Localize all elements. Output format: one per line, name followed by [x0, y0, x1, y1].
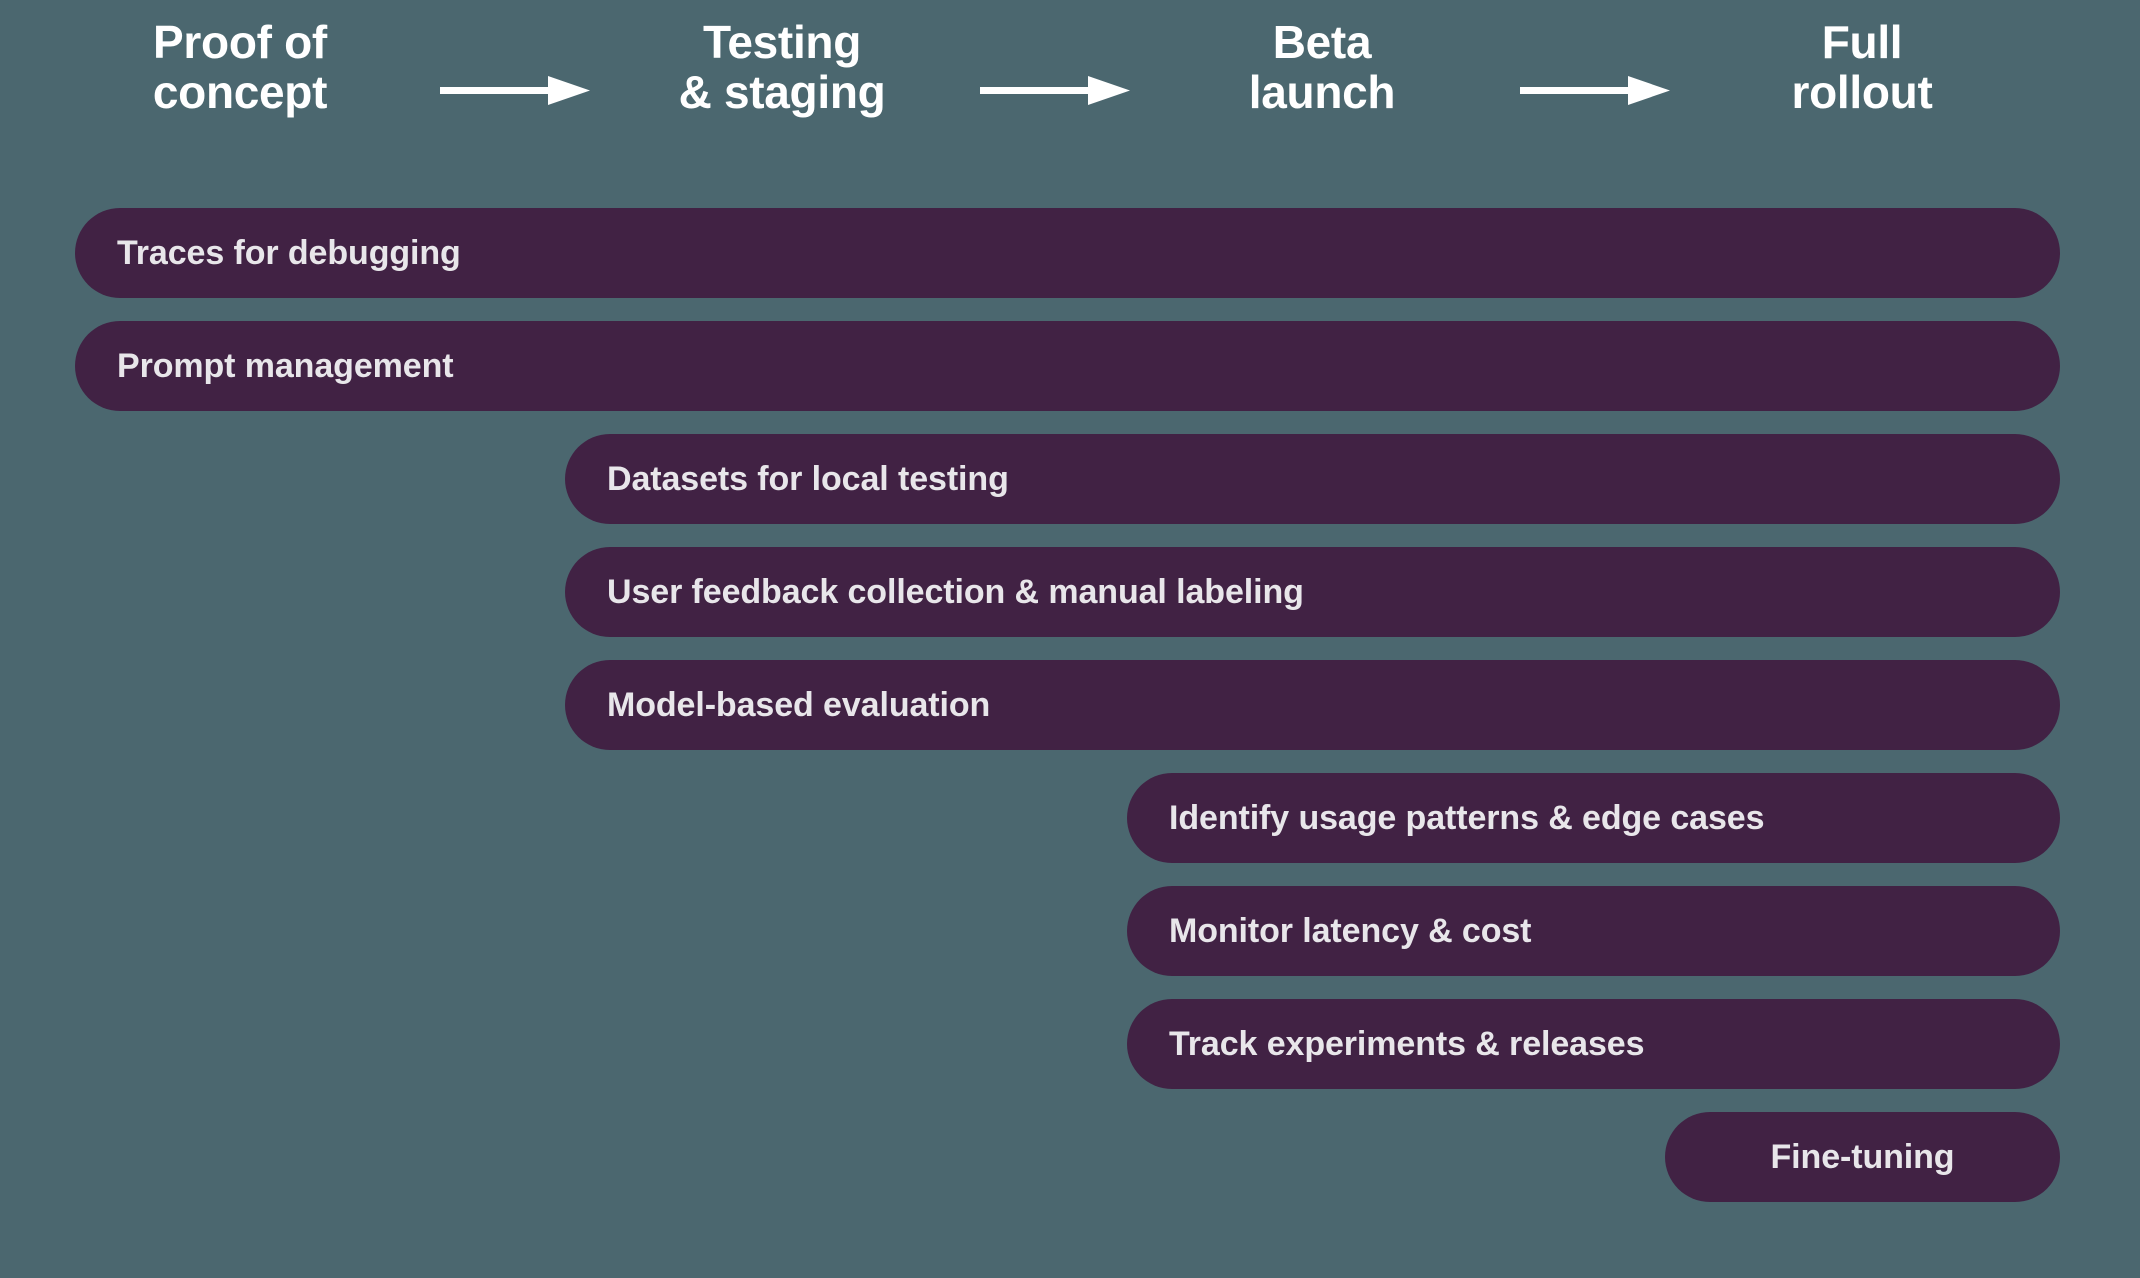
capability-bar: Prompt management [75, 321, 2060, 411]
capability-bar-label: Track experiments & releases [1169, 1024, 1645, 1063]
phase-header-row: Proof of concept Testing & staging Beta … [0, 0, 2140, 190]
capability-bar: Fine-tuning [1665, 1112, 2060, 1202]
capability-bar-label: Fine-tuning [1770, 1137, 1955, 1176]
capability-bar: User feedback collection & manual labeli… [565, 547, 2060, 637]
capability-bar: Track experiments & releases [1127, 999, 2060, 1089]
capability-bar-label: Identify usage patterns & edge cases [1169, 798, 1765, 837]
capability-bar-label: User feedback collection & manual labeli… [607, 572, 1304, 611]
arrow-right-icon [440, 74, 590, 108]
capability-bar-label: Traces for debugging [117, 233, 461, 272]
capability-bar-label: Monitor latency & cost [1169, 911, 1532, 950]
phase-label-full-rollout: Full rollout [1791, 16, 1933, 118]
capability-bar: Datasets for local testing [565, 434, 2060, 524]
phase-label-beta-launch: Beta launch [1248, 16, 1396, 118]
capability-bar: Monitor latency & cost [1127, 886, 2060, 976]
arrow-right-icon [980, 74, 1130, 108]
phase-label-proof-of-concept: Proof of concept [152, 16, 328, 118]
capability-bar: Model-based evaluation [565, 660, 2060, 750]
capability-bar-label: Datasets for local testing [607, 459, 1009, 498]
capability-bar-label: Prompt management [117, 346, 454, 385]
arrow-right-icon [1520, 74, 1670, 108]
capability-bar: Traces for debugging [75, 208, 2060, 298]
capability-bar-label: Model-based evaluation [607, 685, 991, 724]
capability-bar: Identify usage patterns & edge cases [1127, 773, 2060, 863]
phase-label-testing-staging: Testing & staging [678, 16, 886, 118]
